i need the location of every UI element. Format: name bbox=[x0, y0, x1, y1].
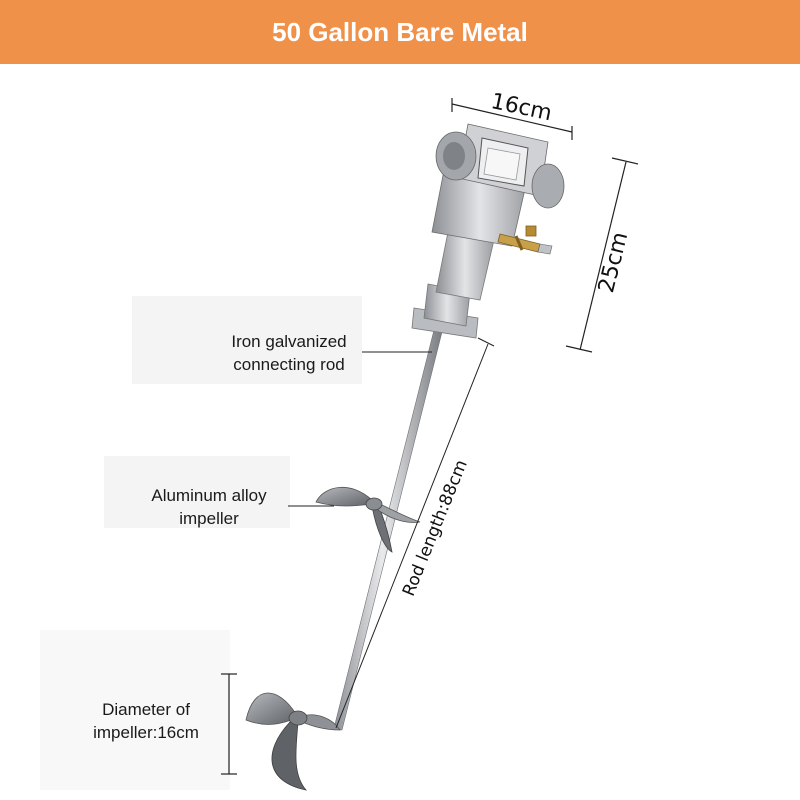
label-shade-impeller bbox=[104, 456, 290, 528]
title-banner: 50 Gallon Bare Metal bbox=[0, 0, 800, 64]
rod-label-line1: Iron galvanized bbox=[231, 332, 347, 351]
height-label: 25cm bbox=[594, 230, 633, 296]
rod-length-label: Rod length:88cm bbox=[399, 457, 472, 599]
lower-impeller bbox=[245, 692, 341, 791]
diameter-dimension bbox=[221, 673, 237, 775]
impeller-material-label: Aluminum alloy impeller bbox=[134, 484, 284, 530]
width-dimension bbox=[451, 98, 573, 140]
diameter-label-line2: impeller:16cm bbox=[93, 723, 199, 742]
motor-body bbox=[411, 123, 565, 339]
impeller-label-line1: Aluminum alloy bbox=[151, 486, 267, 505]
upper-impeller bbox=[315, 486, 421, 553]
diameter-label-line1: Diameter of bbox=[102, 700, 190, 719]
rod-label-line2: connecting rod bbox=[233, 355, 345, 374]
air-valve bbox=[497, 225, 553, 255]
impeller-diameter-label: Diameter of impeller:16cm bbox=[78, 698, 214, 744]
impeller-label-line2: impeller bbox=[179, 509, 239, 528]
label-shade-rod bbox=[132, 296, 362, 384]
banner-title: 50 Gallon Bare Metal bbox=[272, 16, 528, 47]
rod-length-dimension bbox=[335, 337, 495, 729]
label-shade-diameter bbox=[40, 630, 230, 790]
rod-material-label: Iron galvanized connecting rod bbox=[214, 330, 364, 376]
height-dimension bbox=[565, 157, 639, 353]
